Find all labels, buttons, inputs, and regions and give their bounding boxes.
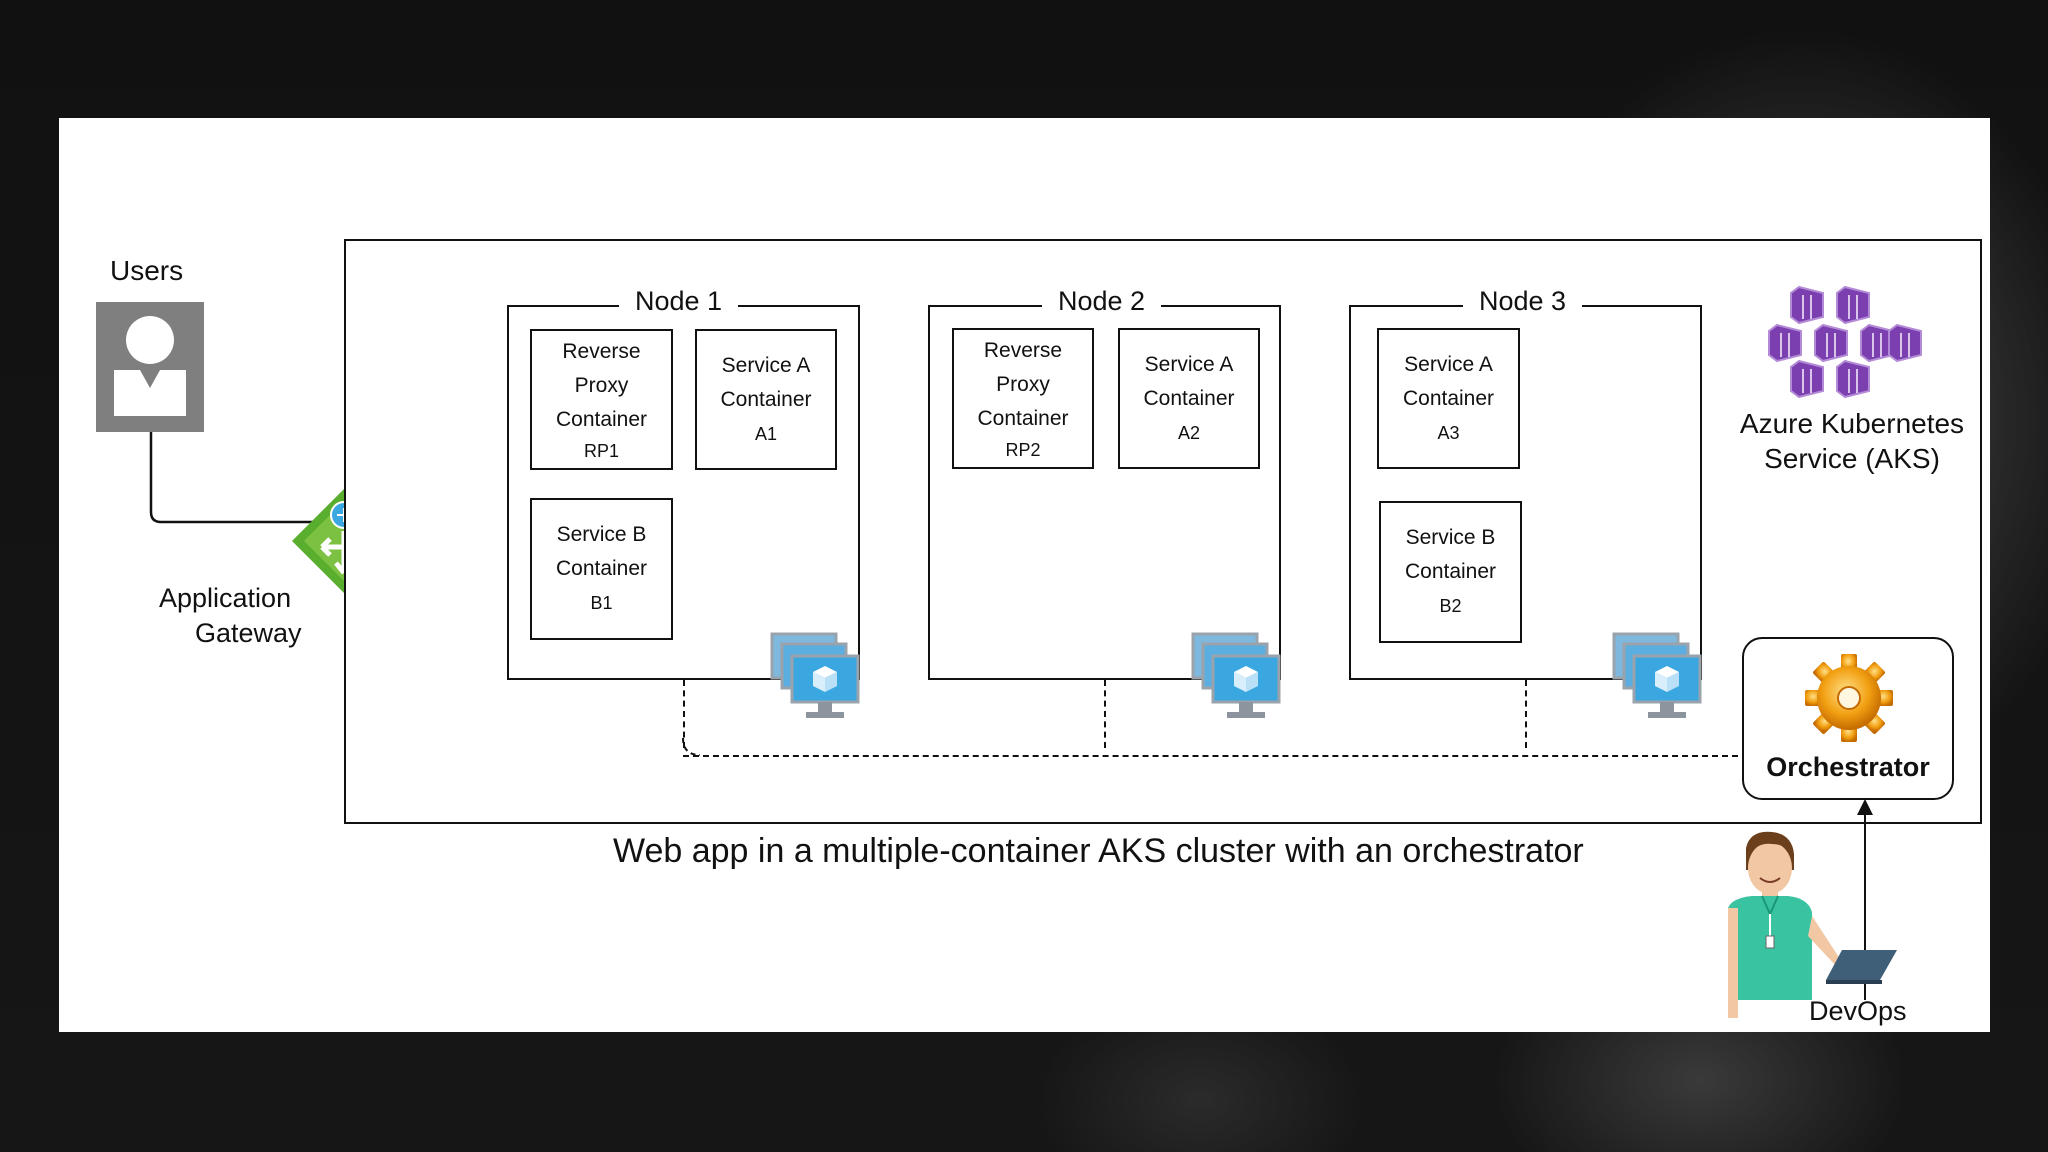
user-icon [96,302,204,432]
container-line: Service A [721,353,811,377]
diagram-slide: Users Application Gateway Node 1 Reverse… [59,118,1990,1032]
container-rp2: Reverse Proxy Container RP2 [952,328,1094,469]
container-id: A3 [1437,422,1460,443]
container-a3: Service A Container A3 [1377,328,1520,469]
node-3-link [1525,680,1527,748]
bus-corner [682,738,701,756]
container-id: RP1 [583,440,619,461]
container-id: B1 [590,593,613,613]
aks-label-line2: Service (AKS) [1764,443,1940,474]
container-line: Service B [556,523,647,546]
container-line: Proxy [996,372,1050,396]
virtual-machine-icon [770,632,860,718]
orchestrator-label: Orchestrator [1766,752,1930,782]
container-line: Service A [1404,352,1493,376]
container-id: B2 [1439,596,1462,616]
container-line: Service B [1405,526,1496,549]
node-1-label: Node 1 [619,286,739,317]
container-line: Container [1402,386,1495,410]
container-line: Container [1143,386,1235,410]
container-line: Container [1404,560,1497,583]
virtual-machine-icon [1191,632,1281,718]
arrow-head [1857,799,1873,815]
container-line: Reverse [562,339,641,363]
virtual-machine-icon [1612,632,1702,718]
gateway-label-line2: Gateway [195,618,302,648]
kubernetes-service-icon [1768,285,1922,399]
aks-label-line1: Azure Kubernetes [1739,408,1965,439]
gateway-label-line1: Application [159,583,292,613]
container-id: RP2 [1005,439,1041,460]
container-line: Reverse [983,338,1063,362]
node-3-label: Node 3 [1463,286,1583,317]
node-2-label: Node 2 [1042,286,1162,317]
container-rp1: Reverse Proxy Container RP1 [530,329,673,470]
diagram-caption: Web app in a multiple-container AKS clus… [613,832,1584,870]
gear-icon [1805,654,1893,742]
devops-person-icon [1728,831,1897,1018]
container-line: Service A [1144,352,1234,376]
container-line: Proxy [574,373,629,397]
container-id: A2 [1177,422,1201,443]
container-a2: Service A Container A2 [1118,328,1260,469]
users-label: Users [110,255,184,286]
container-b2: Service B Container B2 [1379,501,1522,643]
container-line: Container [555,557,648,580]
container-line: Container [555,407,648,431]
container-line: Container [977,406,1069,430]
node-1-link [683,680,685,748]
container-id: A1 [754,423,778,444]
devops-label: DevOps [1809,996,1907,1026]
container-line: Container [720,387,812,411]
orchestrator-bus [683,755,1738,757]
devops-to-orchestrator-line [1864,810,1866,1000]
node-2-link [1104,680,1106,748]
container-a1: Service A Container A1 [695,329,837,470]
container-b1: Service B Container B1 [530,498,673,640]
